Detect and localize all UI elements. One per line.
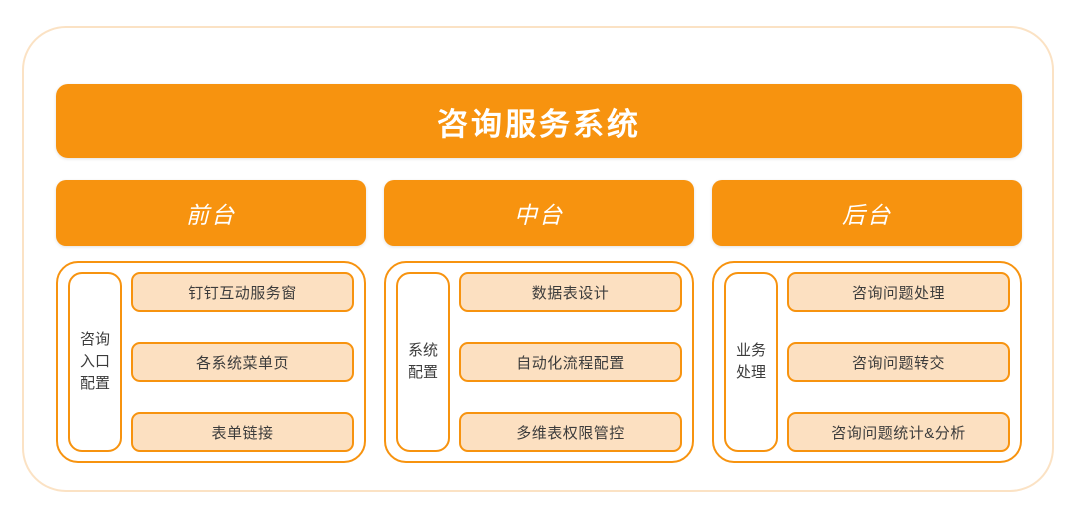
item-box[interactable]: 咨询问题处理 [787, 272, 1010, 312]
item-list-middle: 数据表设计 自动化流程配置 多维表权限管控 [459, 272, 682, 452]
column-header-label: 后台 [842, 202, 892, 228]
item-list-backend: 咨询问题处理 咨询问题转交 咨询问题统计&分析 [787, 272, 1010, 452]
item-box[interactable]: 咨询问题转交 [787, 342, 1010, 382]
item-label: 钉钉互动服务窗 [188, 284, 297, 302]
group-label-frontend: 咨询 入口 配置 [68, 272, 122, 452]
system-title-banner: 咨询服务系统 [56, 84, 1022, 158]
item-box[interactable]: 各系统菜单页 [131, 342, 354, 382]
item-box[interactable]: 表单链接 [131, 412, 354, 452]
column-header-label: 中台 [514, 202, 564, 228]
column-backend: 后台 业务 处理 咨询问题处理 咨询问题转交 咨询问题统计&分析 [712, 180, 1022, 463]
group-label-backend: 业务 处理 [724, 272, 778, 452]
item-box[interactable]: 自动化流程配置 [459, 342, 682, 382]
column-body-middle: 系统 配置 数据表设计 自动化流程配置 多维表权限管控 [384, 261, 694, 463]
columns-container: 前台 咨询 入口 配置 钉钉互动服务窗 各系统菜单页 表单链接 [56, 180, 1022, 463]
column-middle: 中台 系统 配置 数据表设计 自动化流程配置 多维表权限管控 [384, 180, 694, 463]
system-title-text: 咨询服务系统 [437, 106, 641, 142]
item-label: 多维表权限管控 [516, 424, 625, 442]
column-header-backend: 后台 [712, 180, 1022, 246]
item-label: 咨询问题统计&分析 [831, 424, 966, 442]
item-box[interactable]: 钉钉互动服务窗 [131, 272, 354, 312]
item-label: 咨询问题处理 [851, 284, 945, 302]
column-header-middle: 中台 [384, 180, 694, 246]
item-label: 咨询问题转交 [851, 354, 945, 372]
column-frontend: 前台 咨询 入口 配置 钉钉互动服务窗 各系统菜单页 表单链接 [56, 180, 366, 463]
outer-frame-border [22, 26, 1054, 492]
item-box[interactable]: 多维表权限管控 [459, 412, 682, 452]
column-body-frontend: 咨询 入口 配置 钉钉互动服务窗 各系统菜单页 表单链接 [56, 261, 366, 463]
item-label: 自动化流程配置 [516, 354, 625, 372]
item-box[interactable]: 数据表设计 [459, 272, 682, 312]
item-label: 数据表设计 [531, 284, 610, 302]
column-header-label: 前台 [186, 202, 236, 228]
group-label-text: 业务 处理 [735, 342, 766, 381]
column-header-frontend: 前台 [56, 180, 366, 246]
group-label-text: 系统 配置 [407, 342, 438, 381]
column-body-backend: 业务 处理 咨询问题处理 咨询问题转交 咨询问题统计&分析 [712, 261, 1022, 463]
group-label-middle: 系统 配置 [396, 272, 450, 452]
item-label: 表单链接 [211, 424, 274, 442]
item-list-frontend: 钉钉互动服务窗 各系统菜单页 表单链接 [131, 272, 354, 452]
group-label-text: 咨询 入口 配置 [79, 331, 110, 392]
item-label: 各系统菜单页 [195, 354, 289, 372]
item-box[interactable]: 咨询问题统计&分析 [787, 412, 1010, 452]
